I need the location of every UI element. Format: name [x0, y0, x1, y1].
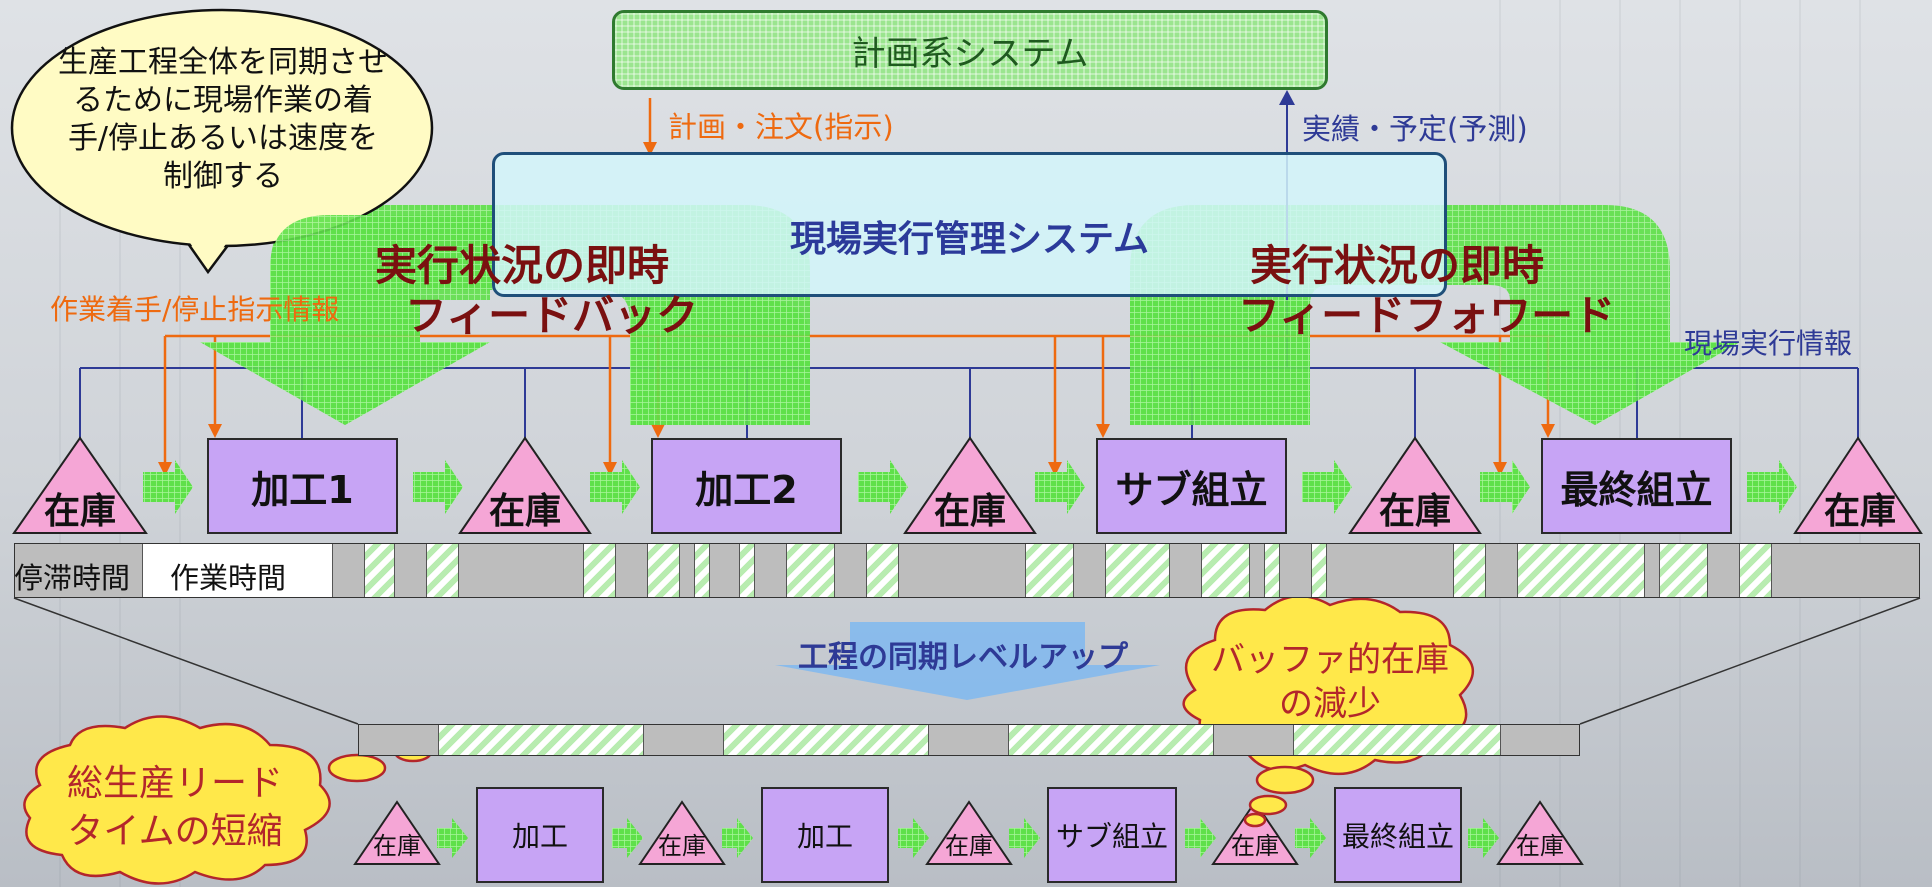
sync-arrow [775, 622, 1160, 700]
buffer-reduction-label: バッファ的在庫の減少 [1211, 640, 1449, 724]
upper-inventory-5: 在庫 [1823, 491, 1896, 532]
feedforward-label-line1: 実行状況の即時 [1250, 241, 1545, 290]
lower-process-2-label: 加工 [796, 820, 853, 853]
upper-inventory-4: 在庫 [1378, 491, 1451, 532]
sync-levelup-label: 工程の同期レベルアップ [798, 640, 1128, 675]
upper-subassembly: サブ組立 [1096, 438, 1287, 534]
upper-process-1-label: 加工1 [251, 467, 354, 512]
timeline-stagnation-segment [15, 544, 143, 597]
lower-inventory-5: 在庫 [1516, 832, 1564, 860]
stagnation-time-label: 停滞時間 [14, 561, 131, 595]
feedback-label-line2: フィードバック [405, 291, 699, 340]
start-stop-info-label: 作業着手/停止指示情報 [50, 293, 340, 326]
lower-subassembly: サブ組立 [1047, 787, 1177, 883]
upper-subassembly-label: サブ組立 [1115, 467, 1268, 512]
feedforward-label-line2: フィードフォワード [1238, 291, 1616, 340]
upper-inventory-3: 在庫 [933, 491, 1006, 532]
lower-final-assembly-label: 最終組立 [1341, 820, 1454, 853]
timeline-work-segment [143, 544, 333, 597]
lower-final-assembly: 最終組立 [1334, 787, 1462, 883]
upper-flow-arrows [143, 460, 1797, 514]
site-exec-info-label: 現場実行情報 [1684, 327, 1853, 360]
planning-system-box: 計画系システム [612, 10, 1328, 90]
work-time-label: 作業時間 [170, 561, 287, 595]
upper-process-2-label: 加工2 [695, 467, 798, 512]
lower-process-2: 加工 [761, 787, 889, 883]
upper-inventory-1: 在庫 [43, 491, 116, 532]
feedback-label-line1: 実行状況の即時 [375, 241, 670, 290]
lead-time-reduction-label: 総生産リードタイムの短縮 [66, 763, 283, 852]
callout-bubble [10, 8, 434, 275]
mes-system-box: 現場実行管理システム [492, 152, 1447, 297]
upper-inventory-2: 在庫 [488, 491, 561, 532]
upper-inventory-triangles [12, 436, 1923, 534]
mes-system-label: 現場実行管理システム [790, 219, 1149, 260]
lower-flow-arrows [437, 818, 1499, 858]
lower-timeline [358, 724, 1580, 756]
lower-process-1-label: 加工 [511, 820, 568, 853]
lower-inventory-4: 在庫 [1231, 832, 1279, 860]
lower-inventory-3: 在庫 [945, 832, 993, 860]
lower-subassembly-label: サブ組立 [1055, 820, 1168, 853]
actual-forecast-label: 実績・予定(予測) [1302, 112, 1528, 146]
upper-process-1: 加工1 [207, 438, 398, 534]
planning-system-label: 計画系システム [851, 33, 1089, 74]
upper-timeline [14, 543, 1920, 598]
lower-process-1: 加工 [476, 787, 604, 883]
upper-process-2: 加工2 [651, 438, 842, 534]
callout-text: 生産工程全体を同期させるために現場作業の着手/停止あるいは速度を制御する [58, 45, 388, 194]
upper-final-assembly: 最終組立 [1541, 438, 1732, 534]
upper-final-assembly-label: 最終組立 [1560, 467, 1713, 512]
plan-order-label: 計画・注文(指示) [668, 110, 894, 144]
lower-inventory-triangles [353, 800, 1584, 865]
lower-inventory-1: 在庫 [373, 832, 421, 860]
lower-inventory-2: 在庫 [658, 832, 706, 860]
